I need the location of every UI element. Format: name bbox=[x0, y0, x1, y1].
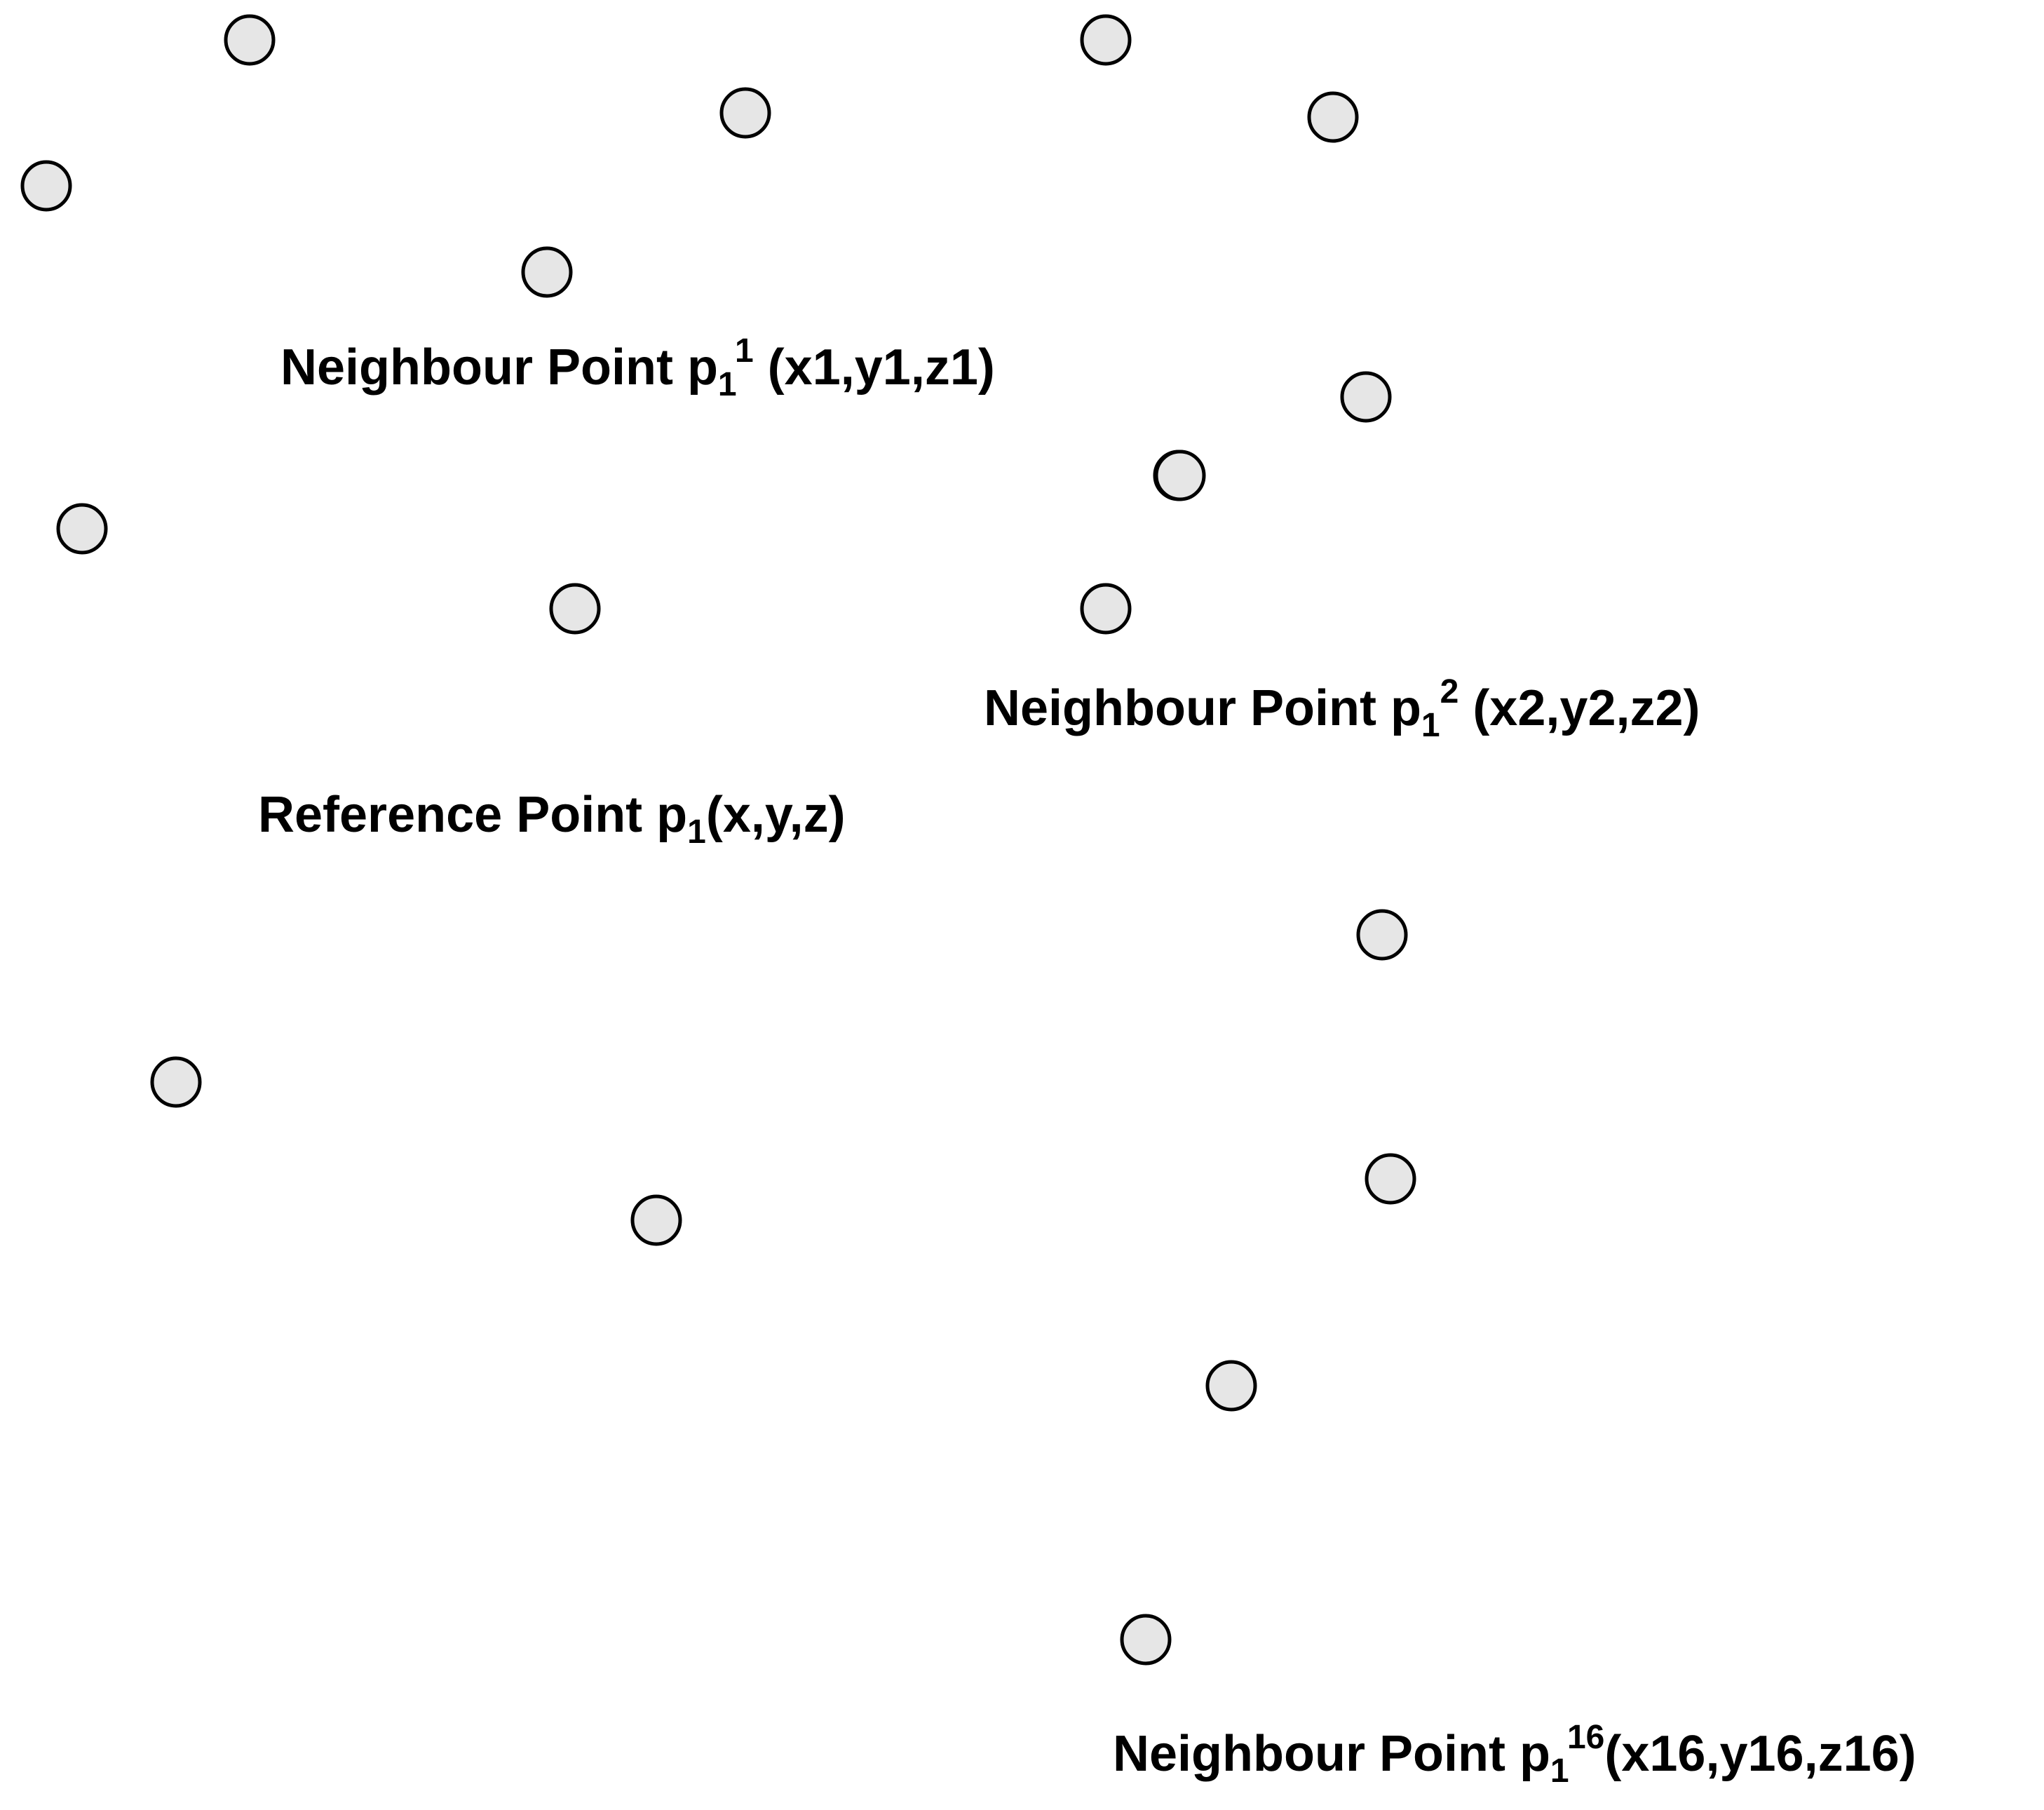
reference-point-prefix: Reference Point p bbox=[258, 787, 688, 843]
point-1 bbox=[224, 14, 276, 66]
neighbour-point-1-subscript: 1 bbox=[717, 366, 735, 403]
point-17 bbox=[1120, 1614, 1172, 1666]
point-3 bbox=[719, 87, 771, 139]
point-11 bbox=[1080, 583, 1132, 635]
neighbour-point-2-prefix: Neighbour Point p bbox=[984, 680, 1421, 736]
neighbour-point-1-superscript: 1 bbox=[734, 332, 754, 370]
point-7 bbox=[1340, 371, 1392, 423]
reference-point-subscript: 1 bbox=[687, 813, 706, 851]
neighbour-point-1-coords: (x1,y1,z1) bbox=[753, 339, 995, 396]
neighbour-point-16-prefix: Neighbour Point p bbox=[1113, 1726, 1550, 1782]
neighbour-point-16-label: Neighbour Point p116(x16,y16,z16) bbox=[1113, 1721, 1916, 1788]
neighbour-point-2-superscript: 2 bbox=[1440, 673, 1459, 710]
reference-point-label: Reference Point p1(x,y,z) bbox=[258, 787, 846, 849]
point-9 bbox=[56, 503, 108, 555]
point-5 bbox=[20, 160, 72, 212]
point-2 bbox=[1080, 14, 1132, 66]
neighbour-point-1-prefix: Neighbour Point p bbox=[280, 339, 718, 396]
neighbour-point-2-label: Neighbour Point p12 (x2,y2,z2) bbox=[984, 675, 1700, 743]
point-13 bbox=[150, 1056, 202, 1108]
point-12 bbox=[1356, 909, 1408, 961]
point-18 bbox=[1154, 450, 1206, 501]
point-16 bbox=[1205, 1360, 1257, 1412]
neighbour-point-16-coords: (x16,y16,z16) bbox=[1604, 1726, 1916, 1782]
neighbour-point-16-subscript: 1 bbox=[1550, 1752, 1567, 1790]
neighbour-point-16-superscript: 16 bbox=[1566, 1719, 1605, 1756]
point-15 bbox=[1365, 1153, 1416, 1205]
reference-point-coords: (x,y,z) bbox=[705, 787, 846, 843]
neighbour-point-2-subscript: 1 bbox=[1421, 707, 1440, 744]
point-6 bbox=[521, 246, 573, 298]
point-10 bbox=[549, 583, 601, 635]
point-4 bbox=[1307, 91, 1359, 143]
point-14 bbox=[630, 1194, 682, 1246]
neighbour-point-2-coords: (x2,y2,z2) bbox=[1458, 680, 1700, 736]
neighbour-point-1-label: Neighbour Point p11 (x1,y1,z1) bbox=[280, 335, 995, 402]
points-group bbox=[20, 14, 1416, 1666]
